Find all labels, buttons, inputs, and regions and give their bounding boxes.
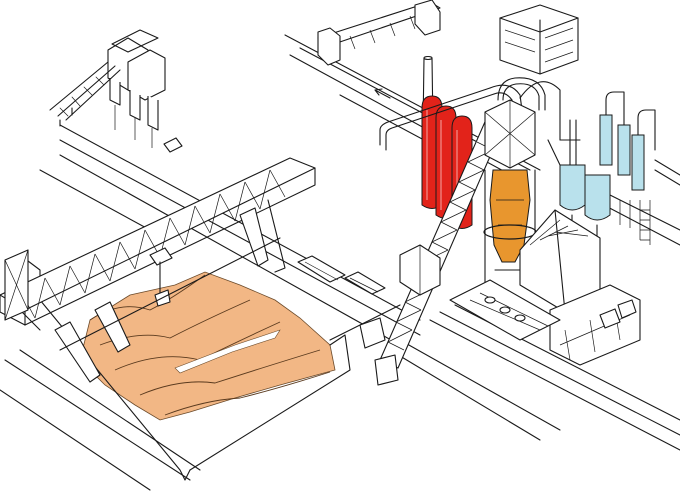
wagon-train — [297, 255, 386, 295]
building-icon — [499, 4, 579, 75]
pump-house — [399, 244, 441, 296]
ore-stockpile-icon — [79, 271, 336, 421]
gantry-crane-icon — [0, 157, 316, 383]
conveyor-icon — [49, 61, 121, 127]
cast-house-icon — [519, 209, 641, 366]
bridge-conveyor — [317, 0, 441, 66]
small-structure — [359, 317, 386, 349]
pipe-main — [379, 84, 523, 151]
blast-furnace-icon — [483, 77, 561, 286]
bunker-silo-icon — [107, 29, 166, 148]
casting-floor — [449, 279, 561, 341]
small-car — [163, 137, 183, 153]
